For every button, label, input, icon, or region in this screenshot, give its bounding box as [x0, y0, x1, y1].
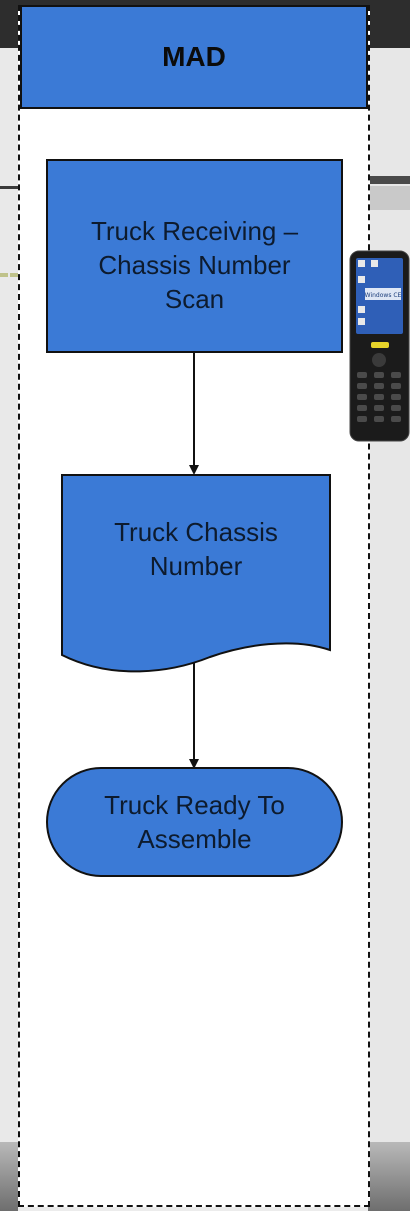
left-footer-strip	[0, 1142, 18, 1211]
handheld-scanner-icon: Windows CE	[349, 250, 410, 442]
process-node-label: Truck Receiving – Chassis Number Scan	[90, 216, 299, 314]
left-divider	[0, 186, 18, 189]
left-panel-background	[0, 48, 18, 1148]
document-node-label: Truck Chassis Number	[114, 517, 278, 581]
process-node[interactable]	[46, 159, 343, 353]
swimlane-header: MAD	[20, 5, 368, 109]
document-node[interactable]	[61, 474, 331, 673]
flowchart-canvas	[46, 159, 343, 877]
right-panel-background	[368, 48, 410, 1148]
terminal-node[interactable]	[46, 767, 343, 877]
right-footer-strip	[368, 1142, 410, 1211]
terminal-node-label: Truck Ready To Assemble	[104, 790, 285, 854]
scanner-screen-text: Windows CE	[365, 292, 402, 299]
right-divider	[368, 176, 410, 184]
right-header-strip	[368, 186, 410, 210]
swimlane: MAD Truck Receiving – Chassis Number Sca…	[18, 5, 370, 1207]
